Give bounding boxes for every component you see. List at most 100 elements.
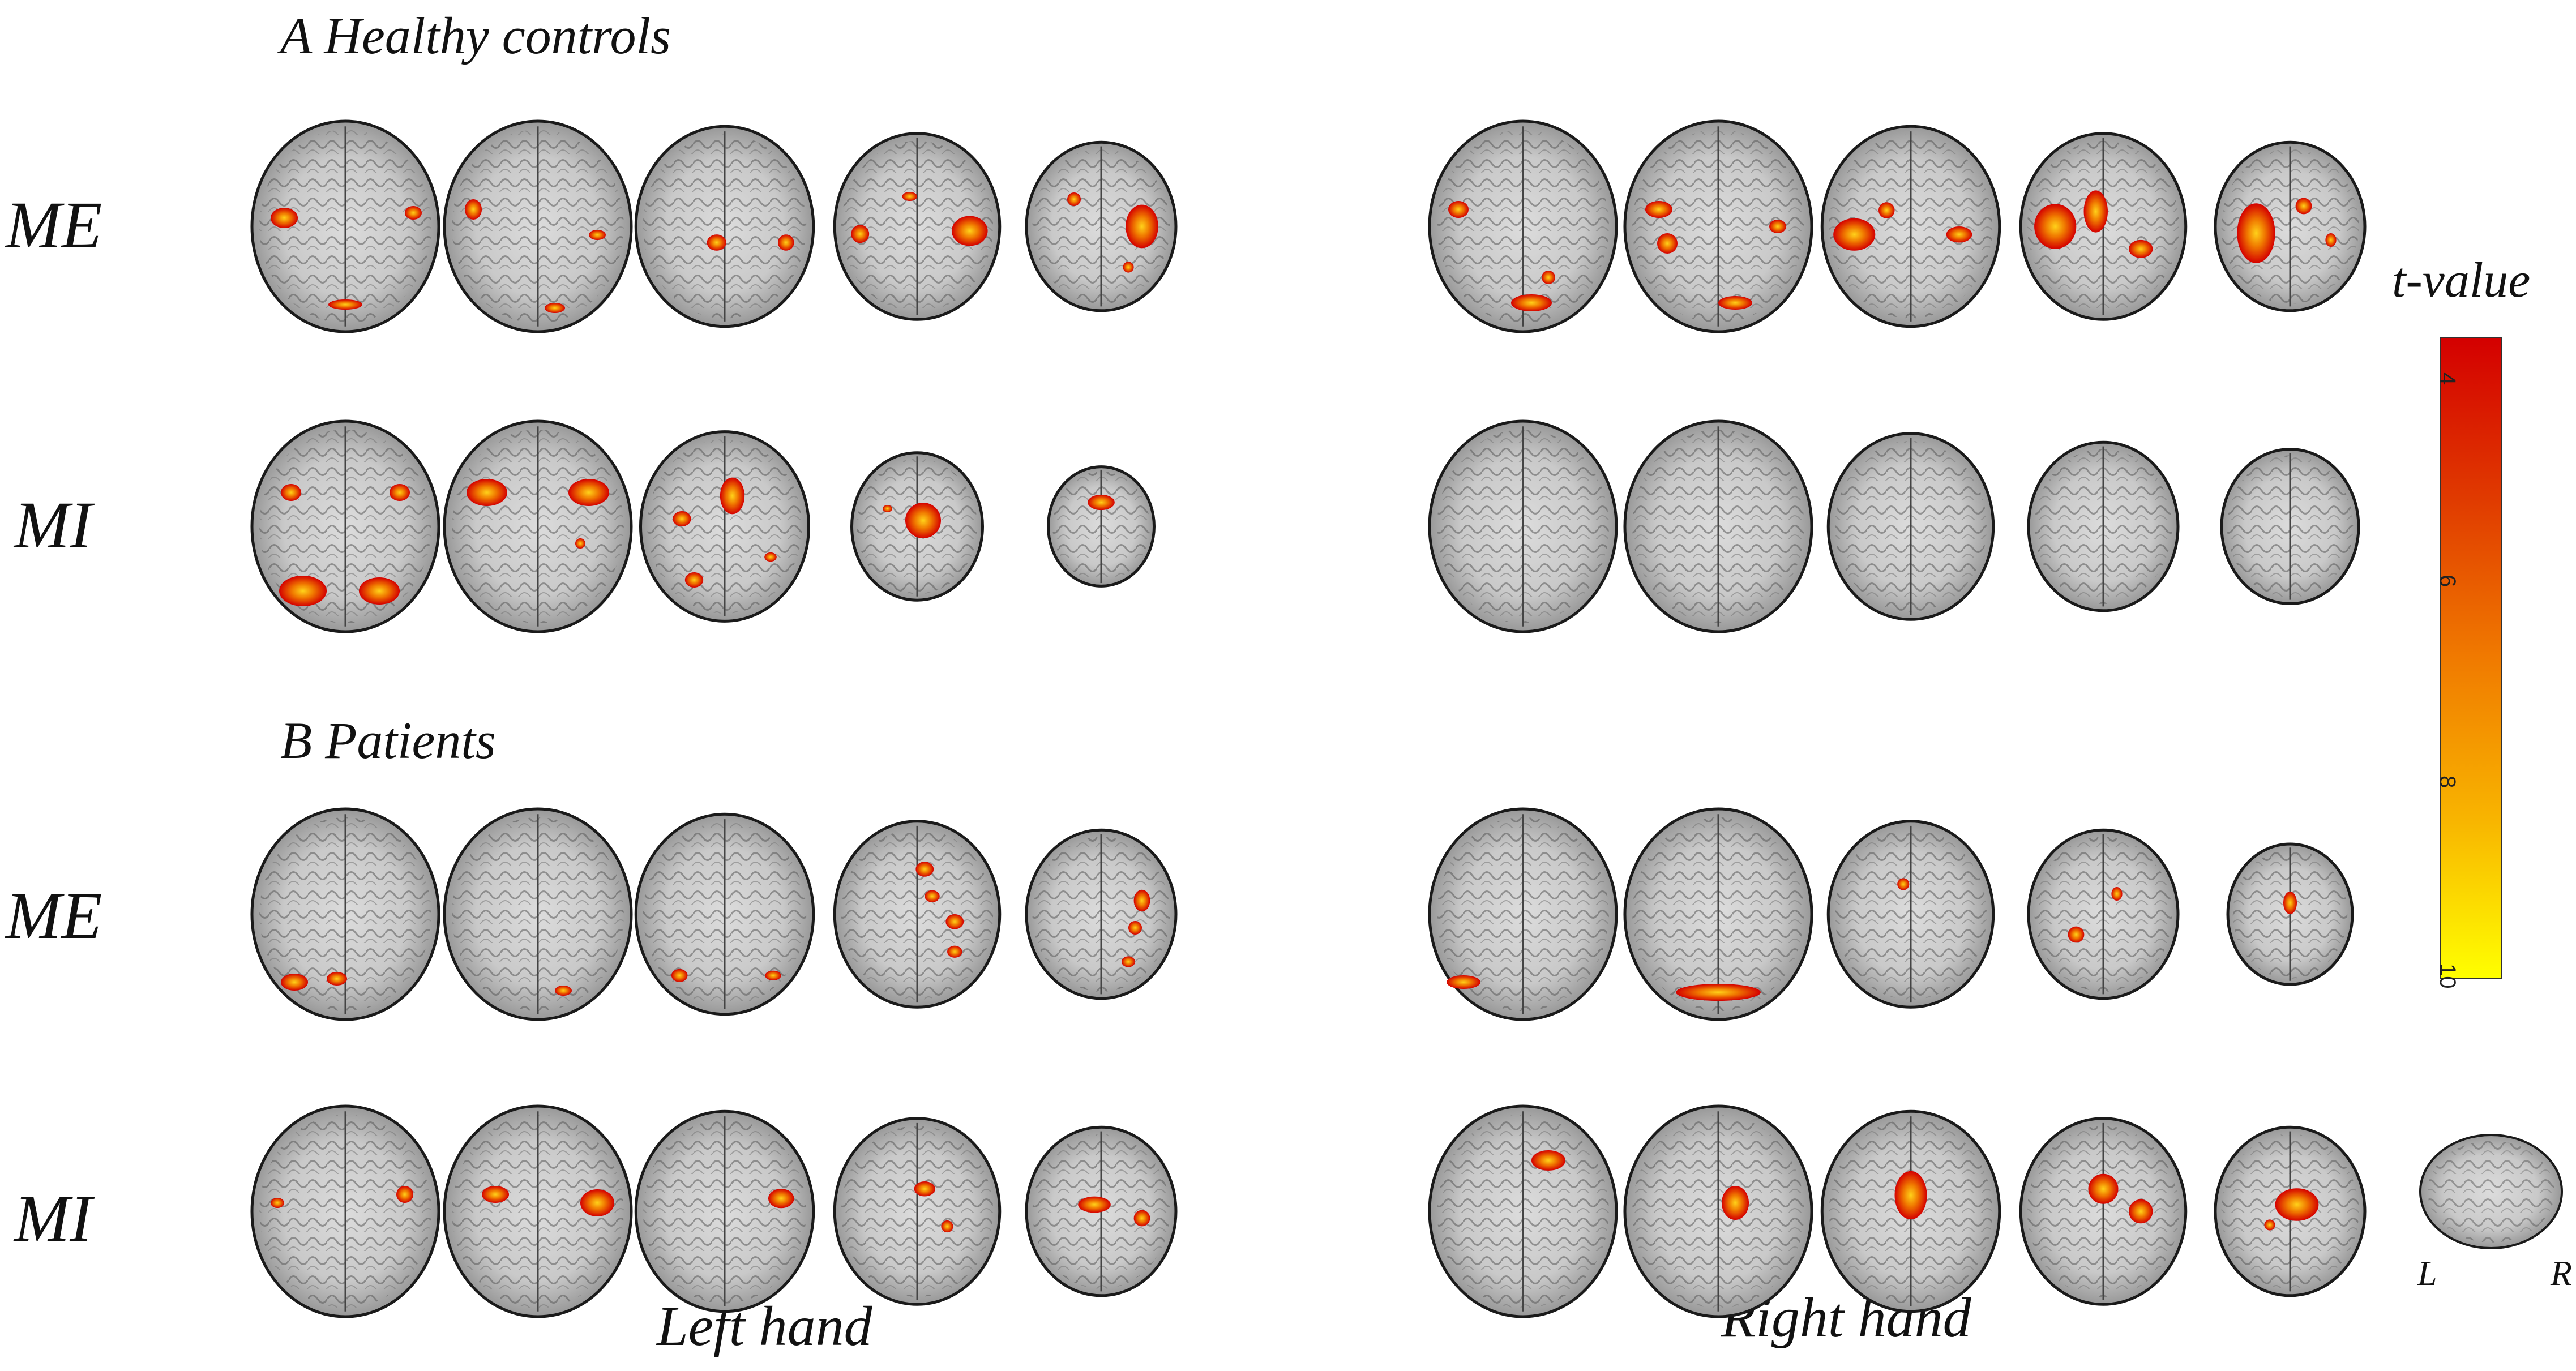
brain-slice-r3-c7 xyxy=(1623,807,1813,1021)
brain-slice-r3-c2 xyxy=(443,807,633,1021)
brain-slice-r1-c3 xyxy=(634,125,815,328)
colorbar-title: t-value xyxy=(2392,253,2531,308)
brain-slice-r3-c9 xyxy=(2027,828,2180,1000)
brain-slice-r1-c5 xyxy=(1025,140,1178,312)
activation-cluster xyxy=(281,974,308,991)
activation-cluster xyxy=(1133,1210,1150,1227)
activation-cluster xyxy=(684,572,704,588)
activation-cluster xyxy=(673,511,691,526)
orientation-reference-slice xyxy=(2419,1134,2563,1249)
activation-cluster xyxy=(1878,202,1895,218)
activation-cluster xyxy=(2083,190,2108,233)
brain-slice-r3-c5 xyxy=(1025,828,1178,1000)
activation-cluster xyxy=(1645,201,1672,218)
activation-cluster xyxy=(279,576,327,606)
activation-cluster xyxy=(1511,294,1552,311)
brain-slice-r4-c6 xyxy=(1428,1104,1618,1318)
brain-slice-r2-c9 xyxy=(2027,440,2180,612)
activation-cluster xyxy=(396,1186,413,1203)
activation-cluster xyxy=(2295,198,2312,215)
activation-cluster xyxy=(671,969,688,982)
brain-slice-r3-c3 xyxy=(634,812,815,1016)
brain-slice-r1-c10 xyxy=(2214,140,2367,312)
row-label-me-healthy: ME xyxy=(6,188,102,262)
activation-cluster xyxy=(1676,984,1761,1001)
activation-cluster xyxy=(1126,204,1158,249)
activation-cluster xyxy=(465,199,482,220)
activation-cluster xyxy=(1123,262,1134,273)
brain-slice-r4-c7 xyxy=(1623,1104,1813,1318)
brain-slice-r4-c4 xyxy=(833,1117,1002,1306)
section-title-patients: B Patients xyxy=(280,712,496,769)
activation-cluster xyxy=(720,477,745,515)
activation-cluster xyxy=(1088,494,1115,511)
activation-cluster xyxy=(951,216,988,246)
activation-cluster xyxy=(482,1186,509,1203)
activation-cluster xyxy=(1531,1150,1565,1171)
activation-cluster xyxy=(2068,926,2085,943)
brain-slice-r1-c7 xyxy=(1623,119,1813,333)
orientation-right: R xyxy=(2551,1254,2572,1293)
activation-cluster xyxy=(883,505,892,512)
activation-cluster xyxy=(1946,226,1972,243)
activation-cluster xyxy=(941,1220,953,1233)
brain-slice-r2-c4 xyxy=(850,451,984,602)
brain-slice-r1-c6 xyxy=(1428,119,1618,333)
activation-cluster xyxy=(2264,1219,2275,1231)
activation-cluster xyxy=(1133,889,1150,912)
brain-slice-r1-c4 xyxy=(833,132,1002,321)
row-label-mi-patients: MI xyxy=(14,1181,92,1256)
activation-cluster xyxy=(1128,921,1142,935)
activation-cluster xyxy=(778,234,794,251)
activation-cluster xyxy=(1067,192,1081,206)
activation-cluster xyxy=(764,552,777,562)
activation-cluster xyxy=(405,206,422,220)
orientation-left: L xyxy=(2417,1254,2437,1293)
activation-cluster xyxy=(568,479,609,506)
activation-cluster xyxy=(1769,220,1786,233)
brain-slice-r1-c2 xyxy=(443,119,633,333)
activation-cluster xyxy=(1833,218,1876,251)
activation-cluster xyxy=(902,192,917,201)
brain-slice-r4-c5 xyxy=(1025,1125,1178,1297)
brain-slice-r2-c2 xyxy=(443,419,633,633)
activation-cluster xyxy=(1448,201,1469,218)
brain-slice-r2-c5 xyxy=(1047,465,1156,588)
activation-cluster xyxy=(281,484,301,501)
activation-cluster xyxy=(1447,975,1480,989)
activation-cluster xyxy=(2129,239,2153,258)
activation-cluster xyxy=(271,208,298,228)
brain-slice-r4-c10 xyxy=(2214,1125,2367,1297)
activation-cluster xyxy=(1078,1196,1111,1213)
section-title-healthy-controls: A Healthy controls xyxy=(280,7,671,65)
brain-slice-r4-c8 xyxy=(1820,1109,2001,1313)
brain-slice-r2-c10 xyxy=(2220,448,2360,605)
brain-slice-r4-c3 xyxy=(634,1109,815,1313)
activation-cluster xyxy=(851,225,870,243)
activation-cluster xyxy=(1722,1186,1749,1220)
activation-cluster xyxy=(2111,887,2123,901)
brain-slice-r3-c4 xyxy=(833,820,1002,1009)
brain-slice-r2-c1 xyxy=(250,419,440,633)
activation-cluster xyxy=(2275,1188,2319,1221)
activation-cluster xyxy=(2088,1173,2119,1204)
activation-cluster xyxy=(2283,892,2297,914)
brain-slice-r1-c9 xyxy=(2019,132,2188,321)
row-label-mi-healthy: MI xyxy=(14,488,92,562)
activation-cluster xyxy=(1897,878,1910,890)
activation-cluster xyxy=(555,986,572,996)
activation-cluster xyxy=(947,945,962,958)
brain-slice-r3-c10 xyxy=(2226,842,2354,986)
brain-slice-r2-c8 xyxy=(1826,432,1995,621)
activation-cluster xyxy=(545,303,565,313)
activation-cluster xyxy=(945,914,964,929)
activation-cluster xyxy=(1542,271,1555,284)
brain-slice-r3-c1 xyxy=(250,807,440,1021)
activation-cluster xyxy=(390,484,410,501)
activation-cluster xyxy=(765,970,781,980)
brain-slice-r2-c3 xyxy=(639,430,810,623)
brain-slice-r3-c6 xyxy=(1428,807,1618,1021)
activation-cluster xyxy=(925,890,940,902)
brain-slice-r2-c6 xyxy=(1428,419,1618,633)
brain-slice-r2-c7 xyxy=(1623,419,1813,633)
